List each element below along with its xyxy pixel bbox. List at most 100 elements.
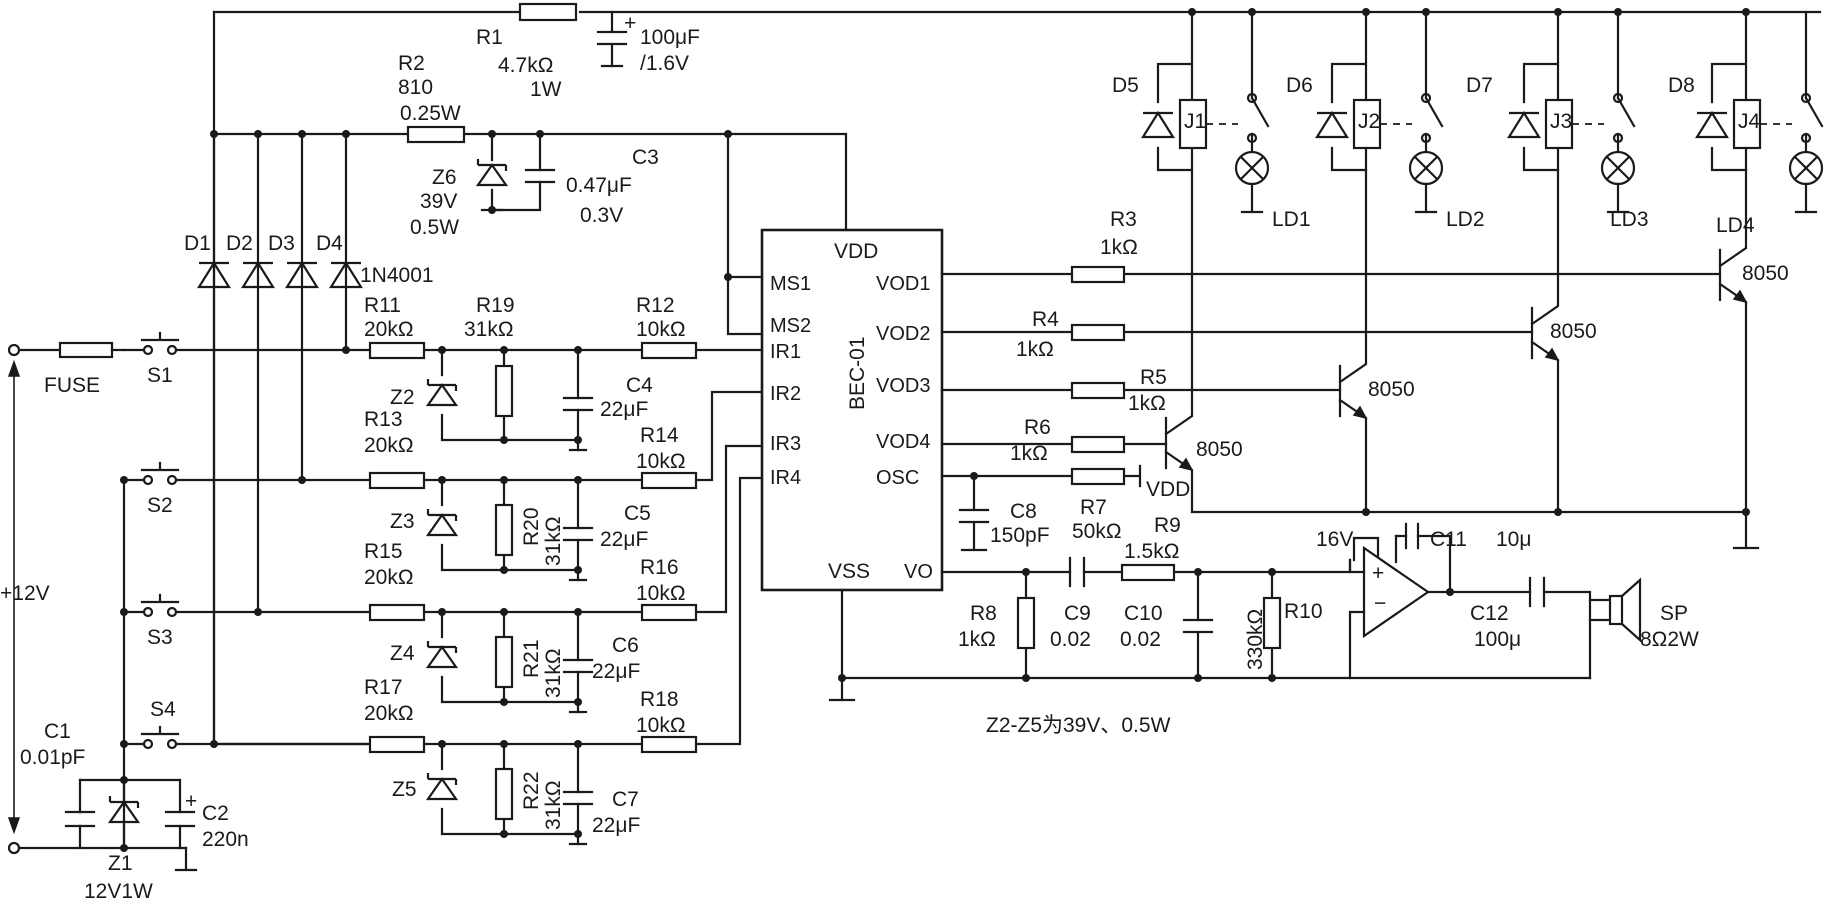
q3-label: 8050 bbox=[1550, 320, 1597, 343]
r8-label: R8 bbox=[970, 602, 997, 625]
r18-label: R18 bbox=[640, 688, 679, 711]
c1-value: 0.01pF bbox=[20, 746, 85, 769]
supply-16v: 16V bbox=[1316, 528, 1353, 551]
resistor-r16 bbox=[640, 603, 698, 622]
c12-value: 100μ bbox=[1474, 628, 1521, 651]
resistor-r19 bbox=[494, 364, 514, 418]
r2-label: R2 bbox=[398, 52, 425, 75]
c3-label: C3 bbox=[632, 146, 659, 169]
audio-section: + − 16V R8 1kΩ C9 0.02 R9 1.5kΩ C10 0.02… bbox=[838, 514, 1699, 682]
pin-ir4: IR4 bbox=[770, 467, 801, 489]
resistor-r12 bbox=[640, 341, 698, 360]
r11-value: 20kΩ bbox=[364, 318, 414, 341]
j4-label: J4 bbox=[1738, 110, 1761, 133]
switch-s3: S3 bbox=[122, 593, 374, 649]
r18-value: 10kΩ bbox=[636, 714, 686, 737]
r17-value: 20kΩ bbox=[364, 702, 414, 725]
z3-label: Z3 bbox=[390, 510, 415, 533]
r11-label: R11 bbox=[364, 294, 401, 317]
r6-value: 1kΩ bbox=[1010, 442, 1048, 465]
c4-value: 22μF bbox=[600, 398, 648, 421]
c11-label: C11 bbox=[1430, 528, 1467, 551]
transistor-q4: 8050 bbox=[1718, 168, 1789, 514]
r2-power: 0.25W bbox=[400, 102, 461, 125]
c6-value: 22μF bbox=[592, 660, 640, 683]
ctop-value: 100μF bbox=[640, 26, 700, 49]
r17-label: R17 bbox=[364, 676, 403, 699]
c9-value: 0.02 bbox=[1050, 628, 1091, 651]
r15-value: 20kΩ bbox=[364, 566, 414, 589]
switch-s4: S4 bbox=[122, 698, 374, 750]
r22-label: R22 bbox=[520, 771, 543, 810]
pin-ir1: IR1 bbox=[770, 341, 801, 363]
switch-s3-label: S3 bbox=[147, 626, 173, 649]
r16-label: R16 bbox=[640, 556, 679, 579]
chip-vss-pin: VSS bbox=[828, 560, 870, 583]
osc-section: VDD R7 50kΩ C8 150pF bbox=[940, 464, 1190, 552]
d8-label: D8 bbox=[1668, 74, 1695, 97]
r13-label: R13 bbox=[364, 408, 403, 431]
pin-ms2: MS2 bbox=[770, 315, 811, 337]
c5-value: 22μF bbox=[600, 528, 648, 551]
c5-label: C5 bbox=[624, 502, 651, 525]
chip-body bbox=[760, 228, 944, 592]
z1-value: 12V1W bbox=[84, 880, 153, 903]
pin-ir2: IR2 bbox=[770, 383, 801, 405]
r5-label: R5 bbox=[1140, 366, 1167, 389]
lamp-ld1 bbox=[1234, 150, 1270, 186]
r1-value: 4.7kΩ bbox=[498, 54, 553, 77]
j1-label: J1 bbox=[1184, 110, 1206, 133]
chip-bec01: VDD VSS BEC-01 MS1 MS2 IR1 IR2 IR3 IR4 V… bbox=[760, 228, 944, 702]
vdd-label: VDD bbox=[1146, 478, 1190, 501]
relay-j4: D8 J4 LD4 bbox=[1668, 8, 1824, 237]
relay-j3: D7 J3 LD3 bbox=[1466, 8, 1649, 231]
c2-value: 220n bbox=[202, 828, 249, 851]
pin-ms1: MS1 bbox=[770, 273, 811, 295]
lamp-ld3 bbox=[1600, 150, 1636, 186]
chip-name: BEC-01 bbox=[846, 336, 869, 410]
resistor-r8 bbox=[1016, 596, 1036, 650]
sp-label: SP bbox=[1660, 602, 1688, 625]
c8-value: 150pF bbox=[990, 524, 1050, 547]
capacitor-top bbox=[596, 10, 628, 68]
input-channel-2: R13 20kΩ Z3 R20 31kΩ C5 22μF R14 10kΩ bbox=[364, 390, 764, 582]
z6-label: Z6 bbox=[432, 166, 457, 189]
c1-label: C1 bbox=[44, 720, 71, 743]
c10-label: C10 bbox=[1124, 602, 1163, 625]
r2-value: 810 bbox=[398, 76, 433, 99]
r21-label: R21 bbox=[520, 639, 543, 678]
resistor-r2 bbox=[406, 125, 466, 144]
r3-label: R3 bbox=[1110, 208, 1137, 231]
c12-label: C12 bbox=[1470, 602, 1509, 625]
rectifier-section: R1 4.7kΩ 1W + 100μF /1.6V R2 810 0.25W Z… bbox=[184, 2, 1822, 748]
resistor-r3 bbox=[1070, 265, 1126, 284]
diode-type: 1N4001 bbox=[360, 264, 434, 287]
resistor-r1 bbox=[518, 2, 578, 22]
d6-label: D6 bbox=[1286, 74, 1313, 97]
sp-value: 8Ω2W bbox=[1640, 628, 1699, 651]
ld3-label: LD3 bbox=[1610, 208, 1649, 231]
svg-text:+: + bbox=[624, 12, 636, 35]
ld2-label: LD2 bbox=[1446, 208, 1485, 231]
speaker-sp bbox=[1608, 594, 1624, 626]
r9-value: 1.5kΩ bbox=[1124, 540, 1179, 563]
r10-label: R10 bbox=[1284, 600, 1323, 623]
relay-j1: D5 J1 LD1 bbox=[1112, 8, 1311, 231]
c10-value: 0.02 bbox=[1120, 628, 1161, 651]
diode-d1 bbox=[197, 132, 231, 746]
c3-voltage: 0.3V bbox=[580, 204, 623, 227]
coil-j3 bbox=[1544, 98, 1574, 150]
r4-value: 1kΩ bbox=[1016, 338, 1054, 361]
svg-text:+: + bbox=[185, 790, 197, 813]
resistor-r21 bbox=[494, 635, 514, 689]
z4-label: Z4 bbox=[390, 642, 415, 665]
zener-z5 bbox=[426, 771, 458, 801]
r10-value: 330kΩ bbox=[1244, 609, 1267, 670]
resistor-r9 bbox=[1120, 563, 1176, 582]
resistor-r10 bbox=[1262, 596, 1282, 650]
capacitor-c1 bbox=[64, 810, 96, 828]
capacitor-c5 bbox=[562, 526, 594, 542]
r22-value: 31kΩ bbox=[542, 780, 565, 830]
r5-value: 1kΩ bbox=[1128, 392, 1166, 415]
resistor-r4 bbox=[1070, 323, 1126, 342]
